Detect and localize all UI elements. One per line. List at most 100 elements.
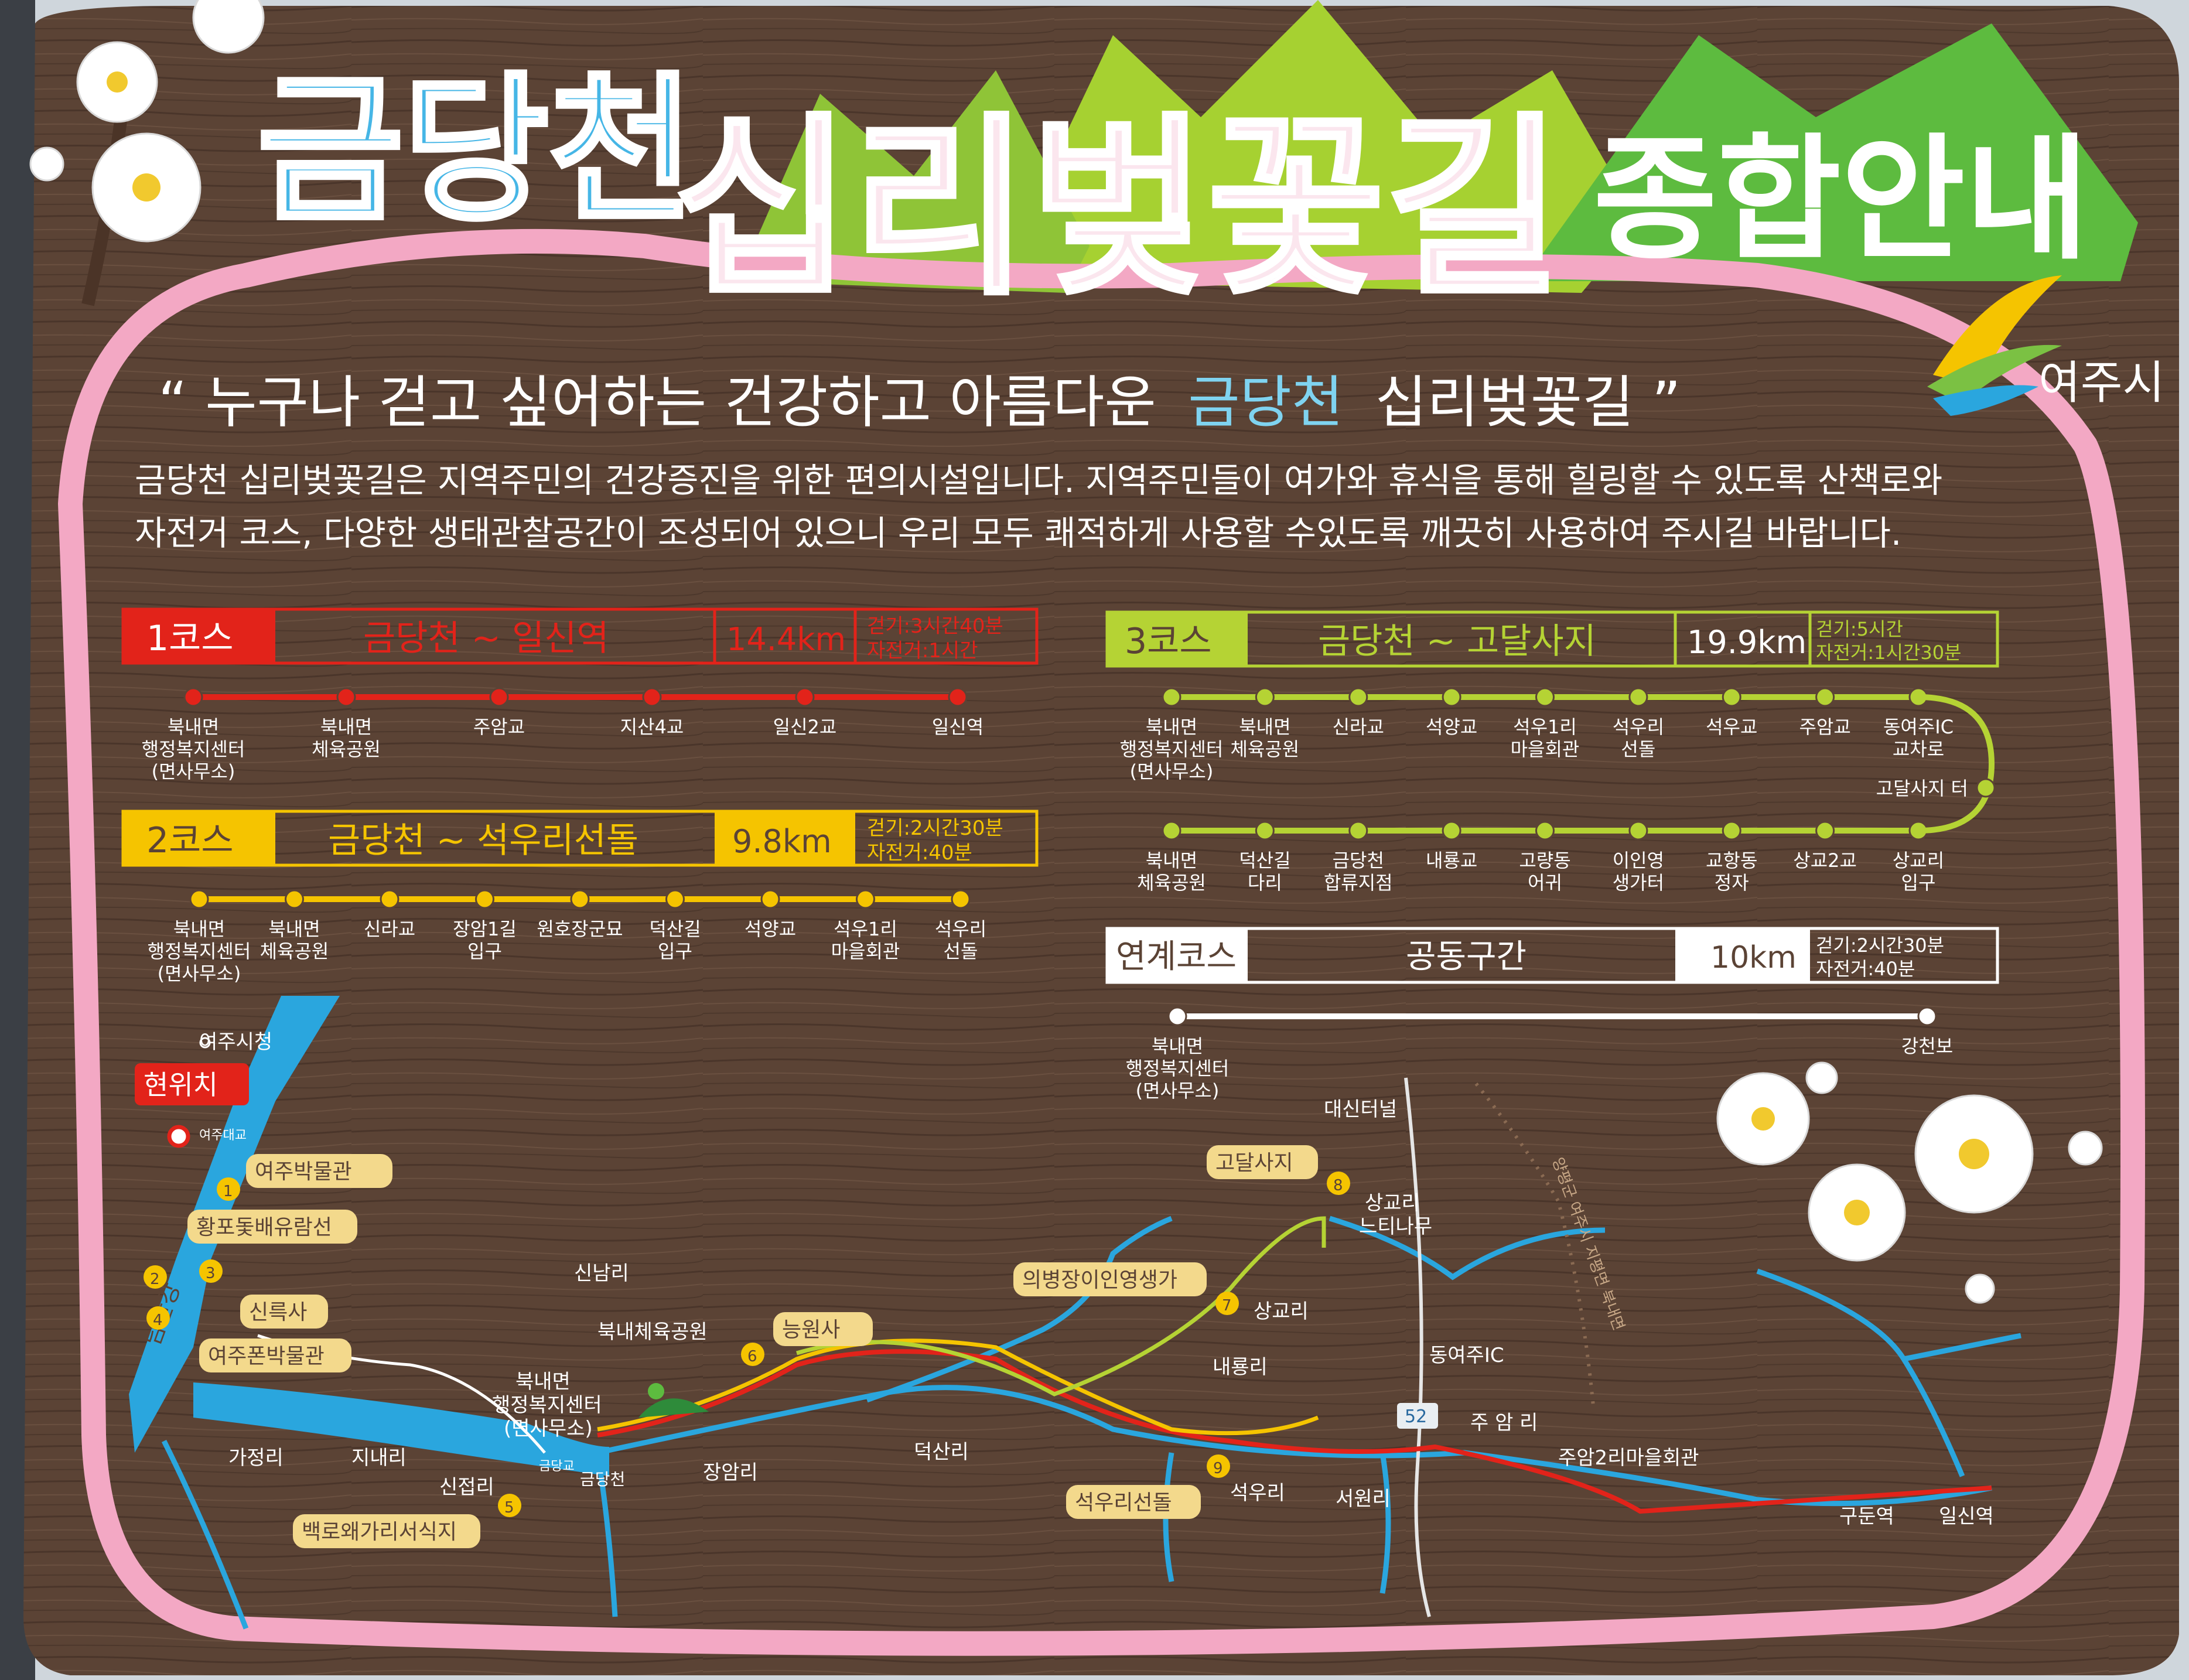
svg-text:금당천 ~ 고달사지: 금당천 ~ 고달사지 bbox=[1318, 621, 1596, 662]
svg-text:여주폰박물관: 여주폰박물관 bbox=[208, 1344, 325, 1368]
course3-stop-label: 마을회관 bbox=[1511, 738, 1580, 760]
svg-text:금당교: 금당교 bbox=[539, 1459, 575, 1474]
svg-text:느티나무: 느티나무 bbox=[1359, 1215, 1432, 1238]
course3-stop-label: 석우교 bbox=[1706, 716, 1757, 738]
course3-stop-label: 선돌 bbox=[1621, 738, 1655, 760]
title-part3: 종합안내 bbox=[1593, 122, 2089, 278]
svg-text:석우리선돌: 석우리선돌 bbox=[1075, 1491, 1172, 1515]
svg-text:9.8km: 9.8km bbox=[732, 823, 832, 860]
course3-stop-label: 동여주IC bbox=[1883, 716, 1954, 738]
course3b-stop-label: 상교리 bbox=[1893, 849, 1944, 872]
course1-stop-label: 일신역 bbox=[932, 716, 983, 738]
course3-stop-label: 신라교 bbox=[1333, 716, 1384, 738]
course1-stop-1 bbox=[183, 687, 203, 707]
mountain-decoration bbox=[738, 0, 2138, 293]
sight-4: 4 여주폰박물관 bbox=[146, 1306, 351, 1372]
svg-text:걷기:3시간40분: 걷기:3시간40분 bbox=[867, 614, 1003, 638]
current-location-marker bbox=[167, 1125, 190, 1148]
course3-stop-label: 석양교 bbox=[1426, 716, 1477, 738]
svg-text:걷기:2시간30분: 걷기:2시간30분 bbox=[1816, 934, 1944, 957]
course3-stop-label: 북내면 bbox=[1239, 716, 1290, 738]
link-course-header: 연계코스 공동구간 10km 걷기:2시간30분 자전거:40분 bbox=[1105, 927, 1999, 984]
course1-header: 1코스 금당천 ~ 일신역 14.4km 걷기:3시간40분 자전거:1시간 bbox=[121, 607, 1039, 665]
course3-stop-8 bbox=[1815, 687, 1835, 707]
course1-stop-5 bbox=[795, 687, 815, 707]
course3-stop-5 bbox=[1535, 687, 1555, 707]
course3b-stop-3 bbox=[1348, 821, 1368, 841]
course3-stop-1 bbox=[1162, 687, 1181, 707]
svg-text:19.9km: 19.9km bbox=[1687, 624, 1806, 661]
svg-text:4: 4 bbox=[153, 1312, 163, 1329]
svg-text:의병장이인영생가: 의병장이인영생가 bbox=[1022, 1268, 1177, 1292]
svg-text:일신역: 일신역 bbox=[1939, 1505, 1994, 1528]
course3b-stop-1 bbox=[1162, 821, 1181, 841]
svg-text:능원사: 능원사 bbox=[782, 1318, 840, 1342]
svg-text:서원리: 서원리 bbox=[1336, 1487, 1391, 1511]
svg-text:상교리: 상교리 bbox=[1254, 1300, 1309, 1323]
course3b-stop-label: 어귀 bbox=[1528, 872, 1562, 894]
svg-text:석우리: 석우리 bbox=[1230, 1481, 1285, 1505]
svg-text:6: 6 bbox=[747, 1348, 757, 1365]
svg-text:1: 1 bbox=[223, 1183, 233, 1200]
course1-stop-label: 체육공원 bbox=[312, 738, 381, 760]
svg-text:황포돛배유람선: 황포돛배유람선 bbox=[196, 1215, 332, 1239]
course3-stop-label: 북내면 bbox=[1146, 716, 1197, 738]
course2-stop-label: 신라교 bbox=[364, 918, 415, 940]
course2-stop-label: 체육공원 bbox=[260, 940, 329, 962]
course2-stop-label: 입구 bbox=[658, 940, 692, 962]
link-stop-label: 북내면 bbox=[1152, 1035, 1203, 1057]
course1-stop-4 bbox=[642, 687, 662, 707]
course1-stop-label: 행정복지센터 bbox=[142, 738, 245, 760]
course1-stop-6 bbox=[948, 687, 968, 707]
course1-stop-label: 일신2교 bbox=[773, 716, 837, 738]
course2-stop-label: 북내면 bbox=[268, 918, 320, 940]
course2-stop-label: 장암1길 bbox=[453, 918, 517, 940]
svg-text:7: 7 bbox=[1222, 1297, 1232, 1314]
sight-7: 7 의병장이인영생가 bbox=[1013, 1262, 1239, 1315]
course3-header: 3코스 금당천 ~ 고달사지 19.9km 걷기:5시간 자전거:1시간30분 bbox=[1105, 610, 1999, 668]
course2-stop-3 bbox=[380, 889, 399, 909]
wood-board bbox=[23, 6, 2179, 1675]
course3-stop-6 bbox=[1628, 687, 1648, 707]
svg-text:(면사무소): (면사무소) bbox=[504, 1417, 593, 1440]
course3b-stop-label: 체육공원 bbox=[1137, 872, 1206, 894]
course3b-stop-label: 정자 bbox=[1715, 872, 1749, 894]
cherry-blossom-decoration bbox=[29, 0, 2103, 1304]
course3-turn-stop bbox=[1976, 778, 1996, 798]
svg-text:5: 5 bbox=[504, 1499, 514, 1517]
course1-stop-label: 북내면 bbox=[320, 716, 372, 738]
course2-stop-label: 선돌 bbox=[944, 940, 978, 962]
course3-stop-7 bbox=[1722, 687, 1741, 707]
logo-text: 여주시 bbox=[2038, 357, 2164, 409]
course2-stop-label: 마을회관 bbox=[831, 940, 900, 962]
course2-stop-9 bbox=[951, 889, 971, 909]
sight-6: 6 능원사 bbox=[741, 1312, 873, 1366]
course3b-stop-2 bbox=[1255, 821, 1275, 841]
park-area bbox=[638, 1398, 709, 1418]
course1-stop-3 bbox=[489, 687, 509, 707]
course1-stop-label: (면사무소) bbox=[152, 760, 235, 783]
course3b-stop-label: 상교2교 bbox=[1793, 849, 1857, 872]
svg-text:동여주IC: 동여주IC bbox=[1429, 1344, 1504, 1367]
svg-text:현위치: 현위치 bbox=[144, 1069, 218, 1101]
svg-text:9: 9 bbox=[1213, 1460, 1223, 1477]
pink-trail-border bbox=[57, 228, 2145, 1656]
course3b-stop-label: 이인영 bbox=[1613, 849, 1664, 872]
course1-stop-2 bbox=[336, 687, 356, 707]
svg-text:1코스: 1코스 bbox=[146, 618, 234, 659]
link-stop-label: 행정복지센터 bbox=[1126, 1057, 1230, 1080]
link-stop-2 bbox=[1917, 1006, 1937, 1026]
course2-header: 2코스 금당천 ~ 석우리선돌 9.8km 걷기:2시간30분 자전거:40분 bbox=[121, 810, 1039, 867]
svg-text:덕산리: 덕산리 bbox=[914, 1440, 969, 1464]
link-stop-label: (면사무소) bbox=[1136, 1080, 1220, 1102]
svg-text:자전거:40분: 자전거:40분 bbox=[1816, 958, 1915, 980]
course3b-stop-label: 다리 bbox=[1248, 872, 1282, 894]
svg-text:“ 누구나 걷고 싶어하는 건강하고 아름다운: “ 누구나 걷고 싶어하는 건강하고 아름다운 금당천 십리벚꽃길 ” bbox=[158, 370, 1681, 435]
svg-text:8: 8 bbox=[1333, 1177, 1343, 1194]
